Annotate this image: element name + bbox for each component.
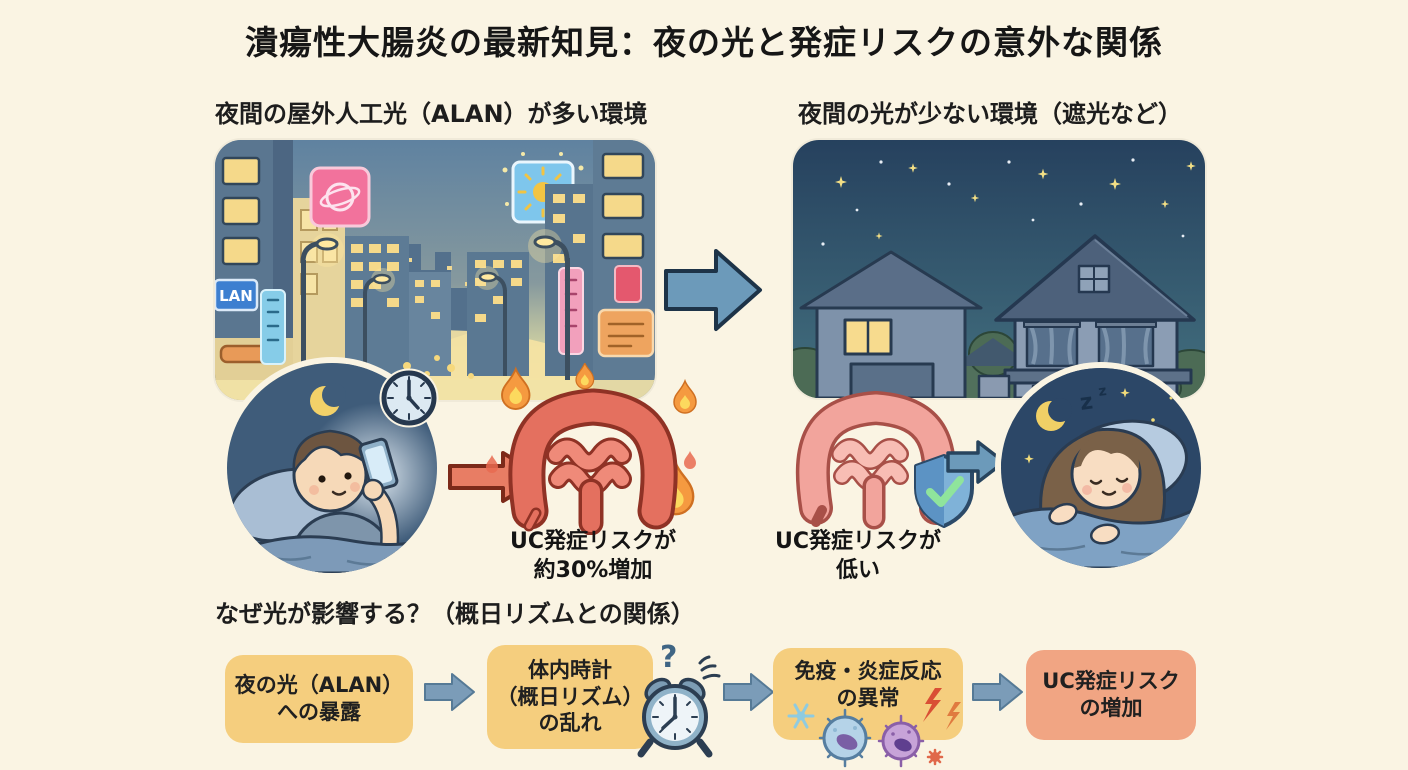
upstairs-window	[1023, 321, 1081, 368]
crescent-moon-icon	[1036, 398, 1072, 431]
hair-fringe	[1074, 434, 1140, 470]
lightning-icons	[923, 688, 961, 766]
distant-roof	[953, 338, 1033, 366]
step-uc-risk-increase: UC発症リスク の増加	[1026, 650, 1196, 740]
step-circadian-disruption: 体内時計 （概日リズム） の乱れ	[487, 645, 653, 749]
blue-immune-cell-icon	[818, 708, 872, 768]
flow-arrow-icon-2	[723, 673, 774, 711]
orange-neon-sign	[597, 308, 655, 358]
sleeping-woman-circle: z z	[1001, 368, 1201, 568]
flow-arrow-icon-1	[424, 673, 475, 711]
alan-sign-text: LAN	[219, 287, 253, 305]
fence-wall	[977, 374, 1011, 398]
germ-icons	[787, 688, 961, 768]
mechanism-header: なぜ光が影響する？（概日リズムとの関係）	[215, 600, 695, 628]
boy-face	[292, 429, 370, 513]
ring-marks	[698, 655, 721, 680]
step-alan-exposure: 夜の光（ALAN） への暴露	[225, 655, 413, 743]
snowflake-germ-icon	[787, 703, 815, 729]
flame-icons	[486, 363, 697, 516]
house-night-illustration	[793, 140, 1205, 398]
city-night-illustration: LAN	[215, 140, 655, 400]
phone-icon	[358, 437, 399, 492]
shield-check-icon	[914, 454, 974, 528]
hand	[1048, 502, 1078, 526]
right-buildings	[545, 140, 655, 400]
uc-risk-increase-caption: UC発症リスクが 約30%増加	[509, 529, 676, 583]
uc-risk-low-caption: UC発症リスクが 低い	[774, 529, 941, 583]
red-neon-sign	[614, 265, 642, 303]
blue-vertical-neon-sign	[260, 289, 286, 365]
sleeping-woman-illustration: z z	[1001, 368, 1201, 568]
small-right-arrow-icon	[946, 440, 1006, 484]
mid-buildings	[343, 236, 529, 376]
neon-planet-sign-icon	[309, 166, 371, 228]
flow-arrow-icon-3	[972, 673, 1023, 711]
alan-street-sign: LAN	[215, 278, 259, 312]
small-house	[799, 250, 983, 398]
crescent-moon-icon	[310, 383, 346, 416]
clock-ticks	[652, 694, 698, 740]
healthy-colon-icon	[795, 390, 974, 530]
wall-clock-icon	[379, 368, 439, 428]
city-night-scene: LAN	[215, 140, 655, 400]
stars	[1024, 388, 1173, 464]
alan-environment-header: 夜間の屋外人工光（ALAN）が多い環境	[215, 100, 648, 128]
boy-hair	[292, 429, 370, 474]
question-mark: ?	[660, 640, 678, 675]
purple-immune-cell-icon	[877, 714, 925, 768]
upstairs-window-2	[1095, 321, 1157, 368]
house-night-scene	[793, 140, 1205, 398]
alarm-clock-icon	[637, 655, 721, 758]
street-lights	[403, 355, 474, 379]
colon-shape	[508, 388, 678, 535]
woman-face	[1070, 434, 1142, 510]
hand-2	[1089, 523, 1121, 545]
dark-environment-header: 夜間の光が少ない環境（遮光など）	[798, 100, 1182, 128]
inflamed-colon-icon	[486, 363, 697, 535]
sleep-z-text-small: z	[1097, 383, 1107, 400]
big-right-arrow-icon	[664, 249, 762, 331]
sleep-z-text: z	[1078, 389, 1094, 416]
page-title: 潰瘍性大腸炎の最新知見：夜の光と発症リスクの意外な関係	[245, 23, 1163, 62]
street-lamp-icons	[300, 229, 570, 380]
